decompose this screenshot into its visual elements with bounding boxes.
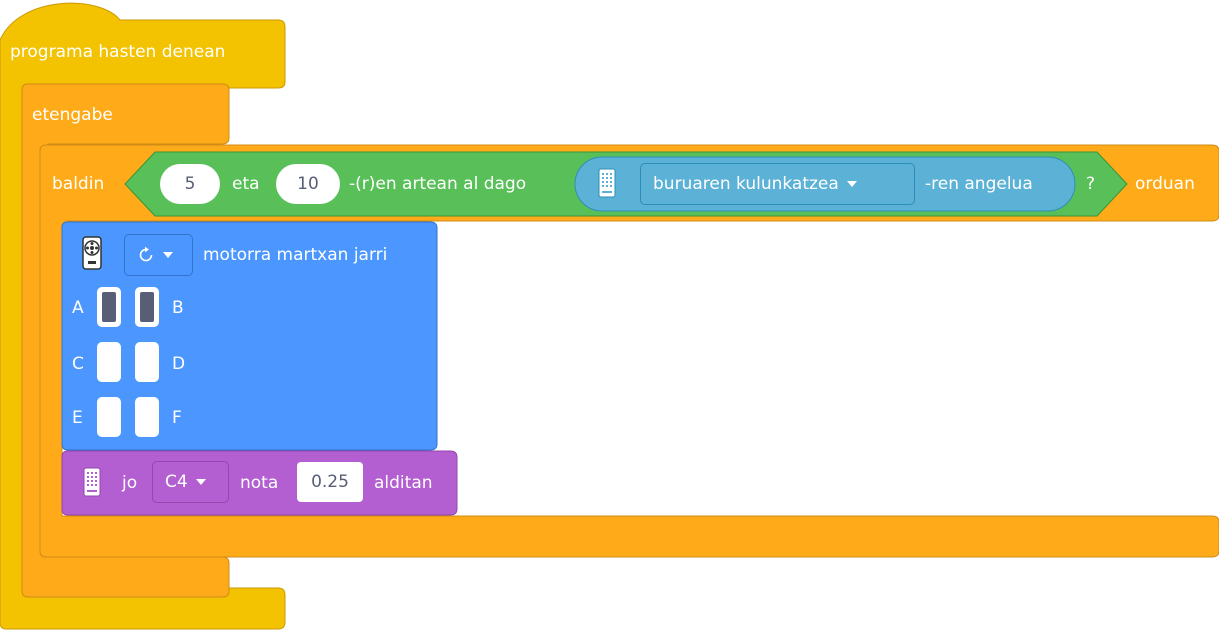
range-high-input[interactable]: 10 [276,164,340,204]
and-label: eta [232,174,260,194]
note-dropdown-value: C4 [165,472,188,492]
then-label: orduan [1135,174,1195,194]
note-label: nota [240,473,279,493]
hat-label: programa hasten denean [10,42,226,62]
motor-label: motorra martxan jarri [203,245,388,265]
motor-block-shape[interactable] [61,221,438,451]
port-toggle-e[interactable] [97,397,121,437]
port-toggle-f[interactable] [135,397,159,437]
between-label: -(r)en artean al dago [349,174,527,194]
microbit-icon [83,467,101,497]
chevron-down-icon [163,252,173,258]
chevron-down-icon [195,479,206,485]
port-toggle-c[interactable] [97,342,121,382]
chevron-down-icon [846,181,857,187]
port-label-d: D [172,354,186,374]
play-label: jo [122,473,138,493]
sensor-dropdown-value: buruaren kulunkatzea [653,174,839,194]
port-label-f: F [172,408,182,428]
direction-dropdown[interactable] [124,234,193,276]
port-label-e: E [72,408,83,428]
question-mark-label: ? [1086,174,1096,194]
port-toggle-a[interactable] [97,287,121,327]
beats-input[interactable]: 0.25 [297,462,363,502]
rotate-cw-icon [139,246,153,262]
port-label-b: B [172,298,184,318]
port-toggle-b[interactable] [135,287,159,327]
motor-icon [82,236,102,270]
port-toggle-d[interactable] [135,342,159,382]
port-label-c: C [72,354,84,374]
hat-block-shape[interactable] [0,2,286,630]
note-dropdown[interactable]: C4 [152,461,229,503]
microbit-icon [598,168,616,198]
forever-label: etengabe [32,105,113,125]
port-label-a: A [72,298,84,318]
sensor-suffix-label: -ren angelua [925,174,1033,194]
range-low-input[interactable]: 5 [160,164,220,204]
if-label: baldin [52,174,105,194]
sensor-dropdown[interactable]: buruaren kulunkatzea [640,163,915,205]
beats-label: alditan [374,473,433,493]
